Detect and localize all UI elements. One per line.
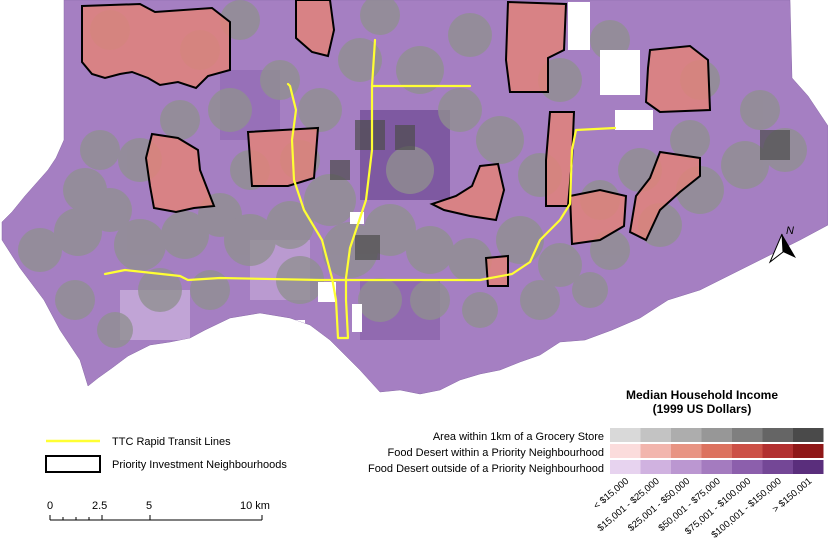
priority-area: [81, 2, 231, 90]
legend-swatch: [640, 460, 671, 474]
grocery-proximity-layer: [18, 0, 807, 348]
legend-row-grocery-label: Area within 1km of a Grocery Store: [433, 431, 604, 443]
legend-swatch: [762, 460, 793, 474]
legend-swatch: [640, 428, 671, 442]
legend-swatch: [671, 460, 702, 474]
priority-area: [644, 44, 712, 114]
legend-row-other-desert-label: Food Desert outside of a Priority Neighb…: [368, 463, 604, 475]
legend-title-line1: Median Household Income: [626, 388, 778, 402]
ttc-transit-lines: [103, 38, 617, 340]
priority-area: [246, 126, 320, 187]
legend-swatch: [671, 428, 702, 442]
priority-legend-swatch: [45, 455, 101, 473]
scale-tick-10: 10 km: [240, 500, 270, 512]
legend-swatch: [732, 460, 763, 474]
priority-area: [144, 132, 216, 214]
legend-swatch: [762, 428, 793, 442]
legend-swatch: [701, 460, 732, 474]
income-legend: Median Household Income (1999 US Dollars…: [368, 388, 824, 541]
legend-swatch: [732, 444, 763, 458]
legend-swatch: [793, 428, 824, 442]
north-arrow: N: [768, 225, 796, 264]
legend-swatch: [610, 444, 641, 458]
legend-swatches: [610, 428, 824, 474]
map-legend-left: TTC Rapid Transit Lines Priority Investm…: [45, 436, 287, 473]
legend-swatch: [762, 444, 793, 458]
north-arrow-icon: [782, 234, 796, 258]
legend-swatch: [701, 428, 732, 442]
priority-area: [295, 0, 336, 58]
priority-area: [504, 0, 568, 93]
legend-row-priority-desert-label: Food Desert within a Priority Neighbourh…: [388, 447, 604, 459]
legend-swatch: [701, 444, 732, 458]
legend-swatch: [671, 444, 702, 458]
priority-area: [484, 254, 509, 287]
legend-swatch: [793, 444, 824, 458]
legend-swatch: [610, 428, 641, 442]
legend-swatch: [610, 460, 641, 474]
scale-tick-5: 5: [146, 500, 152, 512]
scale-tick-0: 0: [47, 500, 53, 512]
priority-area: [628, 150, 701, 242]
priority-area: [568, 188, 628, 246]
priority-legend-label: Priority Investment Neighbourhoods: [112, 459, 287, 471]
scale-tick-2-5: 2.5: [92, 500, 107, 512]
legend-swatch: [640, 444, 671, 458]
priority-neighbourhoods: [81, 0, 712, 287]
legend-title-line2: (1999 US Dollars): [653, 402, 752, 416]
legend-swatch: [793, 460, 824, 474]
legend-swatch: [732, 428, 763, 442]
transit-line: [286, 38, 377, 340]
priority-area: [429, 162, 506, 222]
transit-line: [103, 126, 617, 282]
scale-bar: 0 2.5 5 10 km: [47, 500, 270, 521]
transit-legend-label: TTC Rapid Transit Lines: [112, 436, 231, 448]
income-class-labels: < $15,000$15,001 - $25,000$25,001 - $50,…: [592, 476, 815, 541]
north-arrow-label: N: [786, 225, 794, 237]
